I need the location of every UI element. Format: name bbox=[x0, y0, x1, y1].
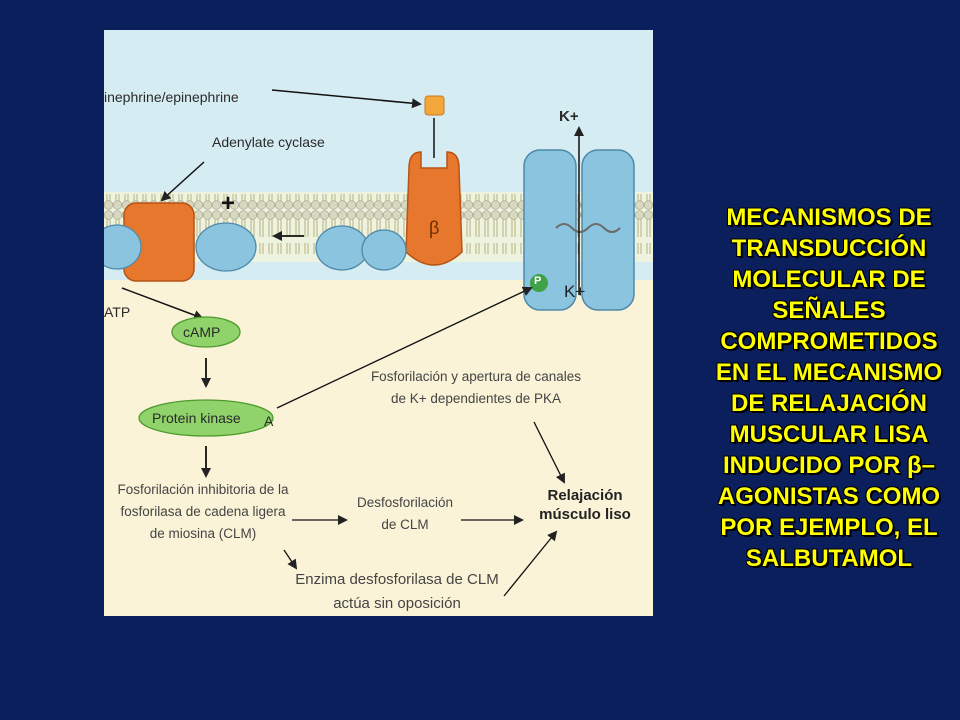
k-bottom-label: K+ bbox=[564, 282, 586, 301]
pathway-graphics bbox=[104, 89, 653, 597]
note-inhib: Fosforilación inhibitoria de la fosforil… bbox=[117, 482, 289, 541]
title-line: MOLECULAR DE bbox=[732, 266, 926, 293]
g-protein-gamma bbox=[361, 229, 407, 271]
title-line: SEÑALES bbox=[772, 297, 886, 324]
k-top-label: K+ bbox=[559, 108, 579, 125]
title-line: TRANSDUCCIÓN bbox=[731, 235, 927, 262]
camp-label: cAMP bbox=[183, 324, 221, 340]
title-line: DE RELAJACIÓN bbox=[730, 390, 928, 417]
pk-label: Protein kinase bbox=[152, 410, 241, 426]
title-line: COMPROMETIDOS bbox=[720, 328, 938, 355]
pk-oval bbox=[138, 399, 274, 437]
ligand-square bbox=[424, 95, 445, 116]
camp-oval bbox=[171, 316, 241, 348]
title-line: POR EJEMPLO, EL bbox=[720, 514, 938, 541]
title-line: MECANISMOS DE bbox=[726, 204, 932, 231]
epinephrine-label: inephrine/epinephrine bbox=[104, 89, 239, 105]
channel-gate bbox=[555, 223, 621, 233]
ligand-pointer bbox=[271, 89, 422, 109]
cyclase-pointer bbox=[160, 161, 205, 202]
pathway-diagram: inephrine/epinephrine Adenylate cyclase … bbox=[104, 30, 653, 616]
p-badge-label: P bbox=[534, 275, 542, 287]
note-relax: Relajación músculo liso bbox=[539, 487, 631, 523]
adenylate-label: Adenylate cyclase bbox=[212, 134, 325, 150]
channel-relax-arrow bbox=[533, 421, 565, 484]
pka-channel-arrow bbox=[276, 286, 533, 409]
title-line: MUSCULAR LISA bbox=[729, 421, 929, 448]
atp-label: ATP bbox=[104, 304, 131, 320]
g-protein-alpha bbox=[195, 222, 257, 272]
pk-suffix: A bbox=[264, 413, 274, 429]
title-line: INDUCIDO POR β– bbox=[722, 452, 935, 479]
note-enzima: Enzima desfosforilasa de CLM actúa sin o… bbox=[295, 571, 499, 612]
enzima-relax-arrow bbox=[503, 530, 558, 597]
note-desfos: Desfosforilación de CLM bbox=[356, 495, 454, 532]
plus-sign: + bbox=[221, 190, 236, 217]
beta-receptor bbox=[405, 151, 463, 266]
note-pka: Fosforilación y apertura de canales de K… bbox=[370, 369, 582, 406]
g-protein-left bbox=[104, 224, 142, 270]
p-badge bbox=[530, 274, 548, 292]
inhib-enzima-arrow bbox=[283, 549, 298, 570]
beta-label: β bbox=[429, 218, 440, 238]
title-line: SALBUTAMOL bbox=[745, 545, 913, 572]
slide-title: MECANISMOS DE TRANSDUCCIÓN MOLECULAR DE … bbox=[684, 202, 960, 574]
title-line: AGONISTAS COMO bbox=[717, 483, 941, 510]
atp-arrow bbox=[121, 287, 204, 320]
g-protein-beta bbox=[315, 225, 369, 271]
title-line: EN EL MECANISMO bbox=[715, 359, 943, 386]
